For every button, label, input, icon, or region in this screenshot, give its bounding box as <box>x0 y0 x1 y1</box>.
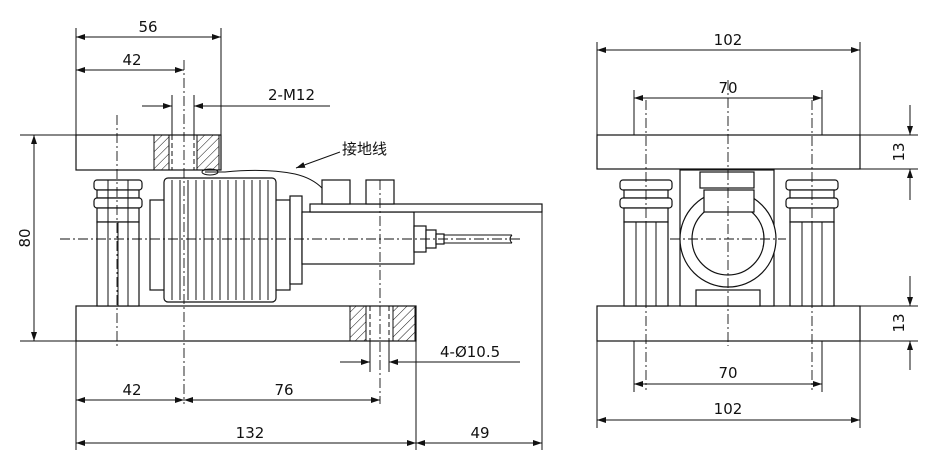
top-plate-hatch-right <box>196 134 220 171</box>
side-view: 102 70 13 13 70 102 <box>596 31 918 428</box>
dim-height-80: 80 <box>16 228 34 247</box>
dim-side-bottom-102: 102 <box>714 400 743 418</box>
bottom-plate-hatch-left <box>349 305 367 342</box>
cell-body <box>301 211 415 265</box>
bottom-plate-hatch-right <box>392 305 416 342</box>
front-view: 56 42 2-M12 接地线 80 4-Ø10.5 42 76 <box>16 18 543 450</box>
dim-top-56: 56 <box>138 18 157 36</box>
bellows <box>163 177 277 303</box>
dim-thread: 2-M12 <box>268 86 315 104</box>
dim-side-top-13: 13 <box>890 142 908 161</box>
dim-side-top-70: 70 <box>718 79 737 97</box>
side-top-plate <box>596 134 861 170</box>
dim-top-42: 42 <box>122 51 141 69</box>
bolt-nut-top <box>93 179 143 191</box>
top-plate-hatch-left <box>153 134 170 171</box>
dim-bottom-42: 42 <box>122 381 141 399</box>
dim-side-bottom-13: 13 <box>890 313 908 332</box>
side-bottom-plate <box>596 305 861 342</box>
ground-wire <box>205 169 323 189</box>
dim-side-bottom-70: 70 <box>718 364 737 382</box>
dim-bottom-76: 76 <box>274 381 293 399</box>
dim-bottom-49: 49 <box>470 424 489 442</box>
mount-bracket <box>309 203 543 213</box>
dim-bottom-132: 132 <box>236 424 265 442</box>
dim-hole: 4-Ø10.5 <box>440 343 500 361</box>
ground-wire-label: 接地线 <box>342 140 387 158</box>
dim-side-top-102: 102 <box>714 31 743 49</box>
